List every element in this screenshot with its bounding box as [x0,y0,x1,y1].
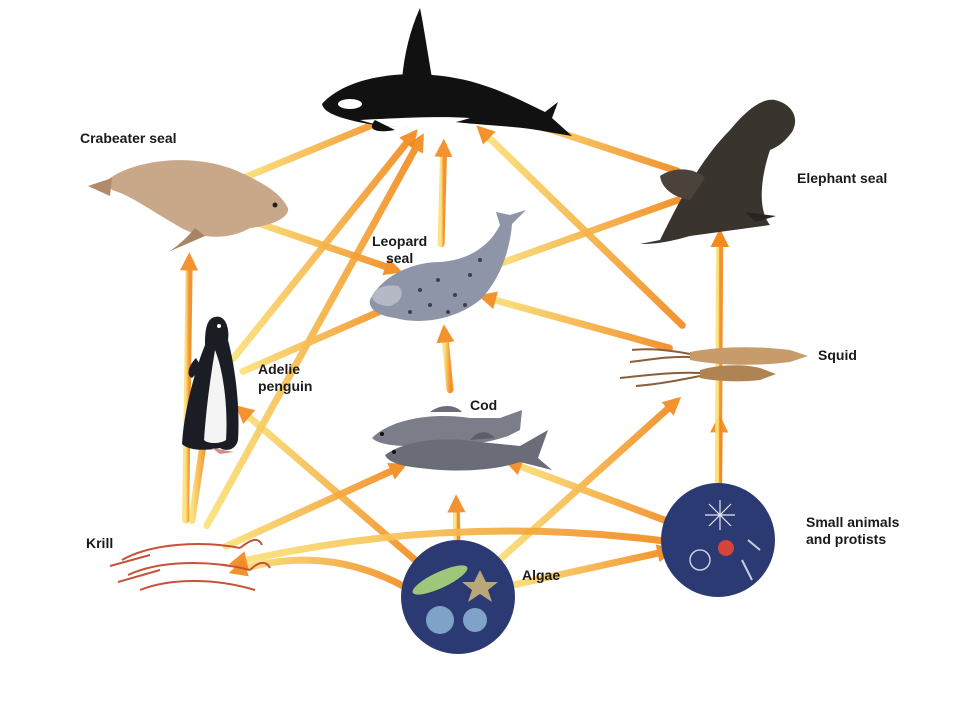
label-small-animals: Small animals and protists [806,514,900,547]
orca-illustration [322,8,572,136]
arrow-algae-to-squid [488,396,682,571]
arrow-algae-to-krill [228,556,417,596]
arrow-krill-to-cod [222,462,408,550]
crabeater-seal-illustration [88,160,289,252]
label-elephant-seal: Elephant seal [797,170,888,186]
krill-illustration [109,538,271,591]
label-cod: Cod [470,397,498,413]
squid-illustration [619,347,808,387]
algae-illustration [401,540,515,654]
arrow-krill-to-crabeater-seal [179,252,199,524]
label-crabeater-seal: Crabeater seal [80,130,177,146]
label-leopard-seal: Leopard seal [372,233,428,266]
arrow-small-animals-to-krill [228,527,677,570]
arrow-small-animals-to-cod [503,458,680,528]
arrow-krill-to-orca [203,133,424,530]
label-adelie-penguin: Adelie penguin [258,361,313,394]
arrow-cod-to-leopard-seal [436,324,455,394]
label-krill: Krill [86,535,114,551]
leopard-seal-illustration [369,210,526,321]
arrow-leopard-seal-to-orca [434,138,453,248]
arrow-squid-to-leopard-seal [478,291,673,352]
arrow-squid-to-orca [476,125,686,329]
feeding-arrows [179,105,730,596]
arrow-elephant-seal-to-leopard-seal [477,196,682,275]
small-animals-illustration [661,483,775,597]
label-algae: Algae [522,567,561,583]
label-squid: Squid [818,347,857,363]
elephant-seal-illustration [640,99,796,244]
cod-illustration [372,406,552,471]
arrow-algae-to-adelie-penguin [235,405,428,572]
arrow-small-animals-to-elephant-seal [710,228,729,499]
adelie-penguin-illustration [182,316,239,454]
arrow-algae-to-small-animals [498,544,676,591]
